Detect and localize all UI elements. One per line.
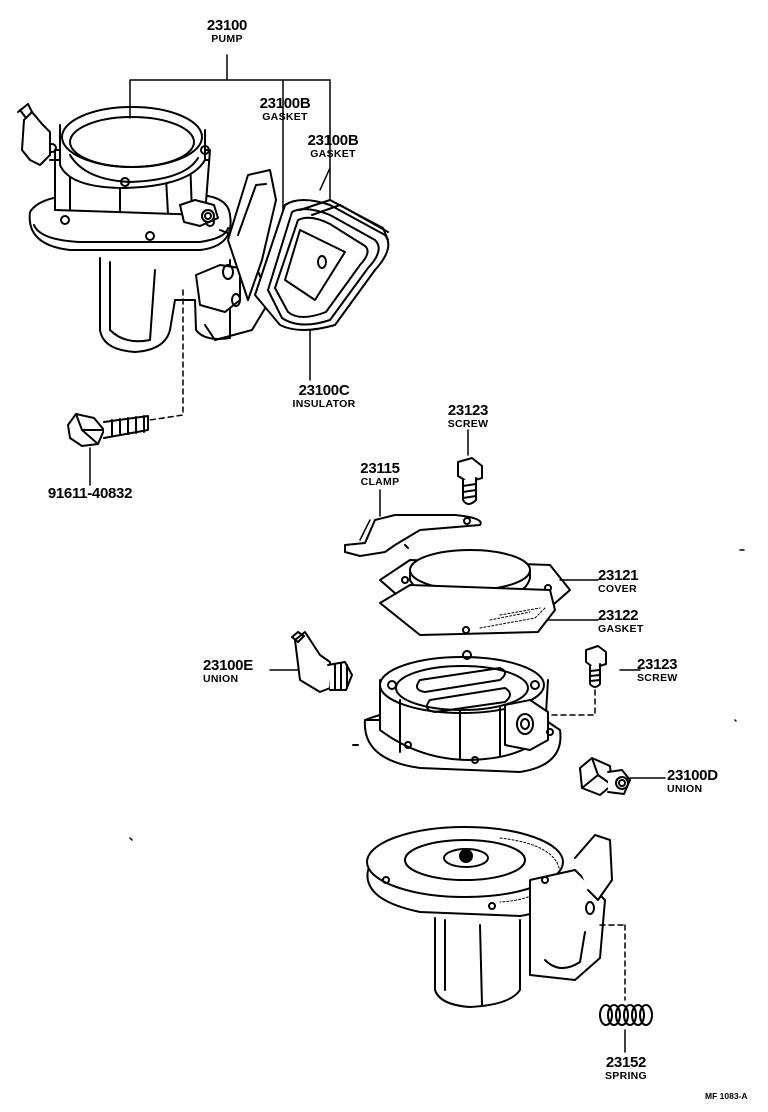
pump-assembly-drawing bbox=[17, 103, 277, 353]
spring-drawing bbox=[599, 924, 653, 1053]
label-bolt: 91611-40832 bbox=[47, 485, 133, 502]
leader-lines-top bbox=[89, 54, 331, 486]
screw-right-drawing bbox=[585, 645, 607, 688]
gasket-insulator-stack bbox=[254, 199, 390, 331]
figure-reference: MF 1083-A bbox=[705, 1091, 748, 1101]
gasket-drawing bbox=[379, 584, 556, 636]
clamp-drawing bbox=[344, 489, 482, 557]
union-e-drawing bbox=[291, 631, 353, 693]
screw-top-drawing bbox=[457, 429, 483, 505]
print-specks bbox=[129, 549, 745, 841]
lower-body-drawing bbox=[366, 826, 613, 1008]
bolt-drawing bbox=[67, 413, 149, 447]
upper-body-drawing bbox=[352, 650, 562, 773]
union-d-drawing bbox=[579, 757, 631, 796]
leader-lines-cover bbox=[269, 579, 666, 779]
